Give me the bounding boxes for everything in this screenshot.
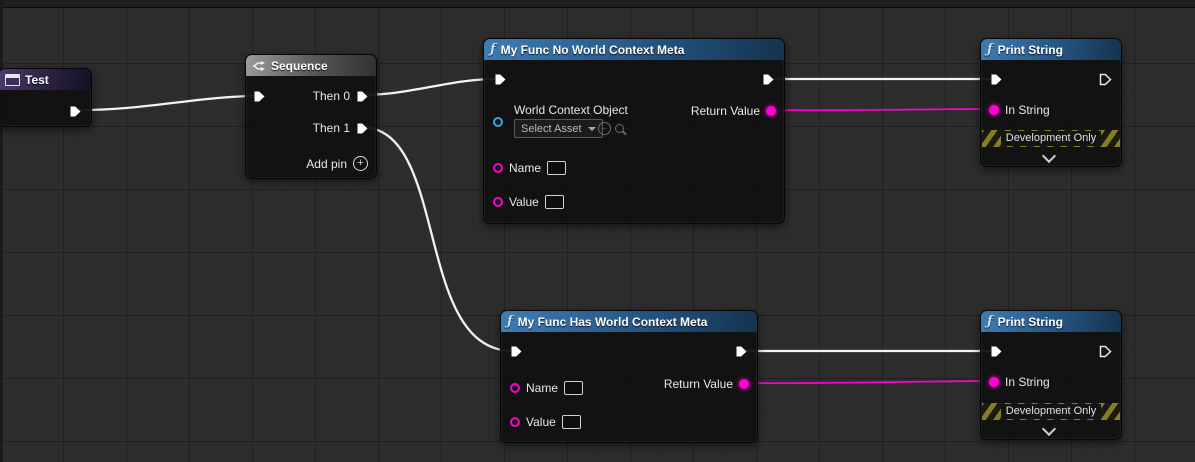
wire-exec-test-to-sequence[interactable] bbox=[74, 94, 259, 112]
node-title: Print String bbox=[997, 42, 1063, 57]
node-print-string-top[interactable]: Print String In String Development Only bbox=[980, 38, 1122, 167]
sequence-icon bbox=[252, 60, 265, 71]
collapse-chevron-icon[interactable] bbox=[1041, 421, 1057, 437]
node-title: Sequence bbox=[271, 58, 328, 73]
node-func-has-world-context[interactable]: My Func Has World Context Meta Name Retu… bbox=[500, 310, 758, 443]
wire-string-funchasworld-to-printbottom[interactable] bbox=[742, 380, 993, 385]
in-string-label: In String bbox=[1005, 103, 1050, 117]
return-value-pin[interactable] bbox=[739, 379, 749, 389]
node-print-string-bottom[interactable]: Print String In String Development Only bbox=[980, 310, 1122, 440]
function-icon bbox=[987, 314, 993, 329]
node-print-string-bottom-header[interactable]: Print String bbox=[981, 311, 1121, 332]
name-label: Name bbox=[526, 381, 559, 395]
name-input[interactable] bbox=[564, 381, 584, 395]
return-value-label: Return Value bbox=[690, 104, 760, 118]
exec-in-pin[interactable] bbox=[510, 345, 523, 358]
exec-out-pin[interactable] bbox=[735, 345, 748, 358]
exec-in-pin[interactable] bbox=[494, 73, 507, 86]
function-icon bbox=[507, 314, 513, 329]
node-title: My Func Has World Context Meta bbox=[517, 314, 708, 329]
node-test-header[interactable]: Test bbox=[0, 69, 91, 90]
world-context-object-pin[interactable] bbox=[493, 117, 503, 127]
select-asset-dropdown[interactable]: Select Asset bbox=[514, 119, 603, 138]
return-value-pin[interactable] bbox=[766, 106, 776, 116]
node-func-has-world-header[interactable]: My Func Has World Context Meta bbox=[501, 311, 757, 332]
collapse-chevron-icon[interactable] bbox=[1041, 148, 1057, 164]
in-string-pin[interactable] bbox=[989, 377, 999, 387]
value-input[interactable] bbox=[561, 415, 581, 429]
node-func-no-world-context[interactable]: My Func No World Context Meta World Cont… bbox=[483, 38, 785, 224]
then0-exec-pin[interactable] bbox=[356, 90, 369, 103]
node-sequence-header[interactable]: Sequence bbox=[246, 55, 376, 76]
exec-out-pin[interactable] bbox=[1099, 73, 1112, 86]
then1-exec-pin[interactable] bbox=[356, 122, 369, 135]
exec-in-pin[interactable] bbox=[253, 90, 266, 103]
return-value-label: Return Value bbox=[663, 377, 733, 391]
chevron-down-icon bbox=[587, 126, 596, 131]
in-string-label: In String bbox=[1005, 375, 1050, 389]
pin-then1-label: Then 1 bbox=[312, 121, 350, 135]
value-input[interactable] bbox=[544, 195, 564, 209]
select-asset-label: Select Asset bbox=[521, 122, 582, 135]
pin-then0-label: Then 0 bbox=[312, 89, 350, 103]
function-icon bbox=[490, 42, 496, 57]
development-only-banner: Development Only bbox=[982, 130, 1120, 147]
development-only-banner: Development Only bbox=[982, 403, 1120, 420]
value-label: Value bbox=[526, 415, 556, 429]
name-pin[interactable] bbox=[493, 163, 503, 173]
value-pin[interactable] bbox=[493, 197, 503, 207]
exec-in-pin[interactable] bbox=[990, 345, 1003, 358]
exec-in-pin[interactable] bbox=[990, 73, 1003, 86]
node-title: My Func No World Context Meta bbox=[500, 42, 685, 57]
canvas-left-edge bbox=[0, 0, 3, 462]
exec-out-pin[interactable] bbox=[69, 105, 82, 118]
name-pin[interactable] bbox=[510, 383, 520, 393]
value-pin[interactable] bbox=[510, 417, 520, 427]
exec-out-pin[interactable] bbox=[762, 73, 775, 86]
add-pin-button[interactable]: Add pin bbox=[306, 156, 368, 171]
use-selected-icon[interactable] bbox=[598, 122, 611, 135]
function-icon bbox=[987, 42, 993, 57]
node-test[interactable]: Test bbox=[0, 68, 92, 127]
wire-exec-then0-to-funcnoworld[interactable] bbox=[359, 77, 499, 97]
development-only-label: Development Only bbox=[1000, 404, 1102, 419]
node-title: Test bbox=[25, 72, 49, 87]
wire-exec-then1-to-funchasworld[interactable] bbox=[359, 125, 515, 353]
browse-asset-icon[interactable] bbox=[615, 124, 624, 133]
add-pin-icon[interactable] bbox=[353, 156, 368, 171]
name-input[interactable] bbox=[547, 161, 567, 175]
name-label: Name bbox=[509, 161, 542, 175]
add-pin-label: Add pin bbox=[306, 156, 347, 171]
wire-string-funcnoworld-to-printtop[interactable] bbox=[769, 108, 993, 112]
world-context-object-label: World Context Object bbox=[514, 103, 628, 117]
development-only-label: Development Only bbox=[1000, 131, 1102, 146]
node-func-no-world-header[interactable]: My Func No World Context Meta bbox=[484, 39, 784, 60]
window-icon bbox=[5, 73, 20, 86]
exec-out-pin[interactable] bbox=[1099, 345, 1112, 358]
node-print-string-top-header[interactable]: Print String bbox=[981, 39, 1121, 60]
in-string-pin[interactable] bbox=[989, 105, 999, 115]
node-title: Print String bbox=[997, 314, 1063, 329]
node-sequence[interactable]: Sequence Then 0 Then 1 Add pin bbox=[245, 54, 377, 179]
value-label: Value bbox=[509, 195, 539, 209]
canvas-top-edge bbox=[0, 0, 1195, 8]
